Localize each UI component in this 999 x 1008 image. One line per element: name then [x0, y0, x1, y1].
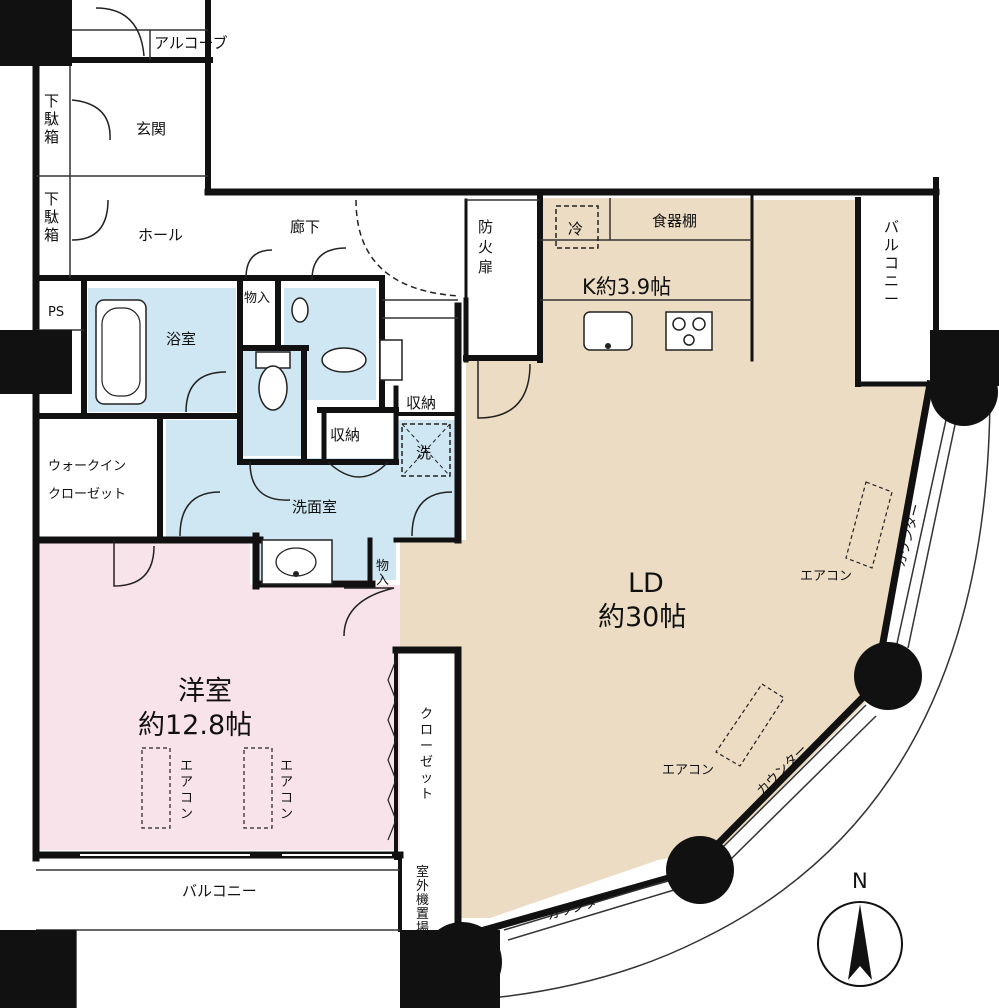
label-washer: 洗	[416, 444, 431, 462]
label-balcony-right-4: ニ	[884, 272, 899, 290]
label-balcony-right-5: ー	[884, 290, 899, 308]
ld-floor	[400, 198, 930, 918]
kitchen-floor	[540, 198, 752, 358]
label-washroom: 洗面室	[292, 498, 337, 516]
fridge	[555, 205, 599, 249]
label-fire-door-1: 防	[478, 218, 493, 236]
label-western-name: 洋室	[178, 676, 232, 707]
label-western-size: 約12.8帖	[138, 710, 252, 741]
label-ld-name: LD	[628, 568, 664, 599]
label-shoebox2-1: 下	[44, 190, 59, 208]
label-storage-small-bottom-1: 物	[376, 559, 389, 574]
label-storage2: 収納	[406, 394, 436, 412]
doors	[71, 7, 531, 637]
label-aircon-w2-4: ン	[280, 807, 293, 822]
label-aircon-w2-1: エ	[280, 759, 293, 774]
label-shoebox2-2: 駄	[44, 208, 59, 226]
label-outdoor-3: 機	[416, 893, 429, 908]
label-kitchen-size: K約3.9帖	[582, 275, 671, 299]
label-genkan: 玄関	[136, 120, 166, 138]
thin-partitions	[36, 29, 991, 1008]
label-compass-n: N	[852, 869, 868, 893]
label-closet-2: ロ	[420, 723, 433, 738]
label-balcony-right-1: バ	[884, 218, 899, 236]
label-shoebox1-1: 下	[44, 92, 59, 110]
label-fire-door-3: 扉	[478, 258, 493, 276]
compass-icon	[817, 901, 903, 987]
closet-doors	[387, 659, 397, 841]
label-aircon-w2-2: ア	[280, 775, 293, 790]
label-bath: 浴室	[166, 330, 196, 348]
label-outdoor-5: 場	[416, 921, 429, 936]
label-aircon-ld2: エアコン	[662, 763, 714, 778]
label-balcony-right-2: ル	[884, 236, 899, 254]
label-outdoor-4: 置	[416, 907, 429, 922]
label-closet-3: ー	[420, 739, 433, 754]
western-room-floor	[36, 540, 400, 850]
label-aircon-w1-2: ア	[180, 775, 193, 790]
label-fire-door-2: 火	[478, 238, 493, 256]
label-hall: ホール	[138, 226, 183, 244]
washroom-sink	[261, 539, 333, 585]
label-storage-small-bottom-2: 入	[376, 573, 389, 588]
label-ld-size: 約30帖	[598, 602, 686, 633]
label-storage-small-top: 物入	[244, 291, 270, 306]
label-corridor: 廊下	[290, 218, 320, 236]
label-ps: PS	[48, 305, 64, 320]
label-outdoor-1: 室	[416, 864, 429, 880]
washer	[401, 423, 451, 477]
label-closet-6: ト	[420, 787, 433, 802]
label-outdoor-2: 外	[416, 879, 429, 894]
label-shoebox1-2: 駄	[44, 110, 59, 128]
label-aircon-w1-1: エ	[180, 759, 193, 774]
label-fridge: 冷	[568, 220, 583, 238]
walls	[32, 0, 940, 935]
label-wic-2: クローゼット	[48, 487, 126, 502]
label-alcove: アルコーブ	[154, 34, 228, 52]
label-shoebox2-3: 箱	[44, 226, 59, 244]
label-closet-4: ゼ	[420, 755, 433, 770]
label-shoebox1-3: 箱	[44, 128, 59, 146]
label-closet-5: ッ	[420, 771, 433, 786]
label-wic-1: ウォークイン	[48, 459, 126, 474]
kitchen-sink	[583, 311, 633, 351]
bathtub	[95, 299, 147, 405]
aircon-markers	[141, 481, 893, 829]
label-cupboard: 食器棚	[652, 212, 697, 230]
label-aircon-ld1: エアコン	[800, 569, 852, 584]
stove	[665, 311, 713, 351]
label-aircon-w1-4: ン	[180, 807, 193, 822]
toilet-1	[255, 351, 291, 411]
label-balcony-bottom: バルコニー	[182, 882, 257, 900]
label-storage1: 収納	[330, 426, 360, 444]
toilet-2	[291, 297, 403, 381]
label-balcony-right-3: コ	[884, 254, 899, 272]
label-aircon-w1-3: コ	[180, 791, 193, 806]
label-closet-1: ク	[420, 707, 433, 722]
label-aircon-w2-3: コ	[280, 791, 293, 806]
